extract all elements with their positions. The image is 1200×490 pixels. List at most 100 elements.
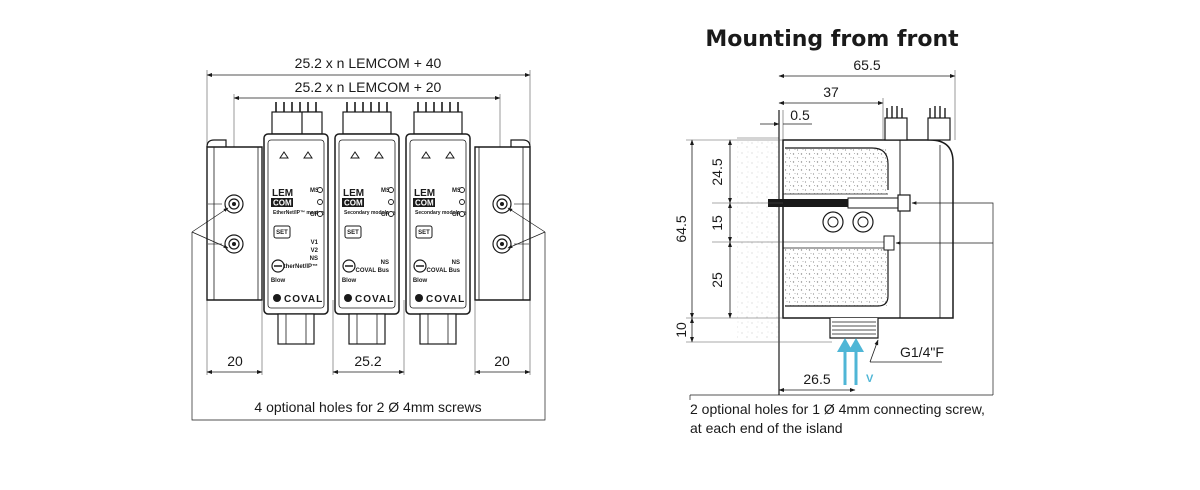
knob-label: Blow (271, 278, 286, 284)
dim-245: 24.5 (709, 139, 783, 204)
module-logo-top: LEM (343, 188, 364, 199)
dim-25-label: 25 (709, 272, 725, 288)
dim-37: 37 (778, 84, 884, 140)
side-note-line1: 2 optional holes for 1 Ø 4mm connecting … (690, 401, 985, 417)
bottom-fitting (829, 318, 879, 339)
set-button (415, 225, 433, 239)
dim-25: 25 (709, 241, 732, 319)
dim-15-label: 15 (709, 215, 725, 231)
knob-label: Blow (413, 278, 428, 284)
thread-callout: G1/4"F (869, 339, 944, 363)
dim-05: 0.5 (760, 107, 812, 140)
dim-module-pitch-label: 25.2 (354, 353, 381, 369)
module-extra-label: COVAL Bus (427, 268, 461, 274)
led-label: MS (310, 188, 319, 194)
mounting-wall (737, 138, 779, 338)
brand-mark (273, 294, 281, 302)
dim-inner-label: 25.2 x n LEMCOM + 20 (295, 79, 442, 95)
module-connector (413, 111, 463, 135)
brand-mark (344, 294, 352, 302)
module-extra-label: NS (452, 260, 460, 266)
set-button (344, 225, 362, 239)
led-indicator (459, 199, 465, 205)
dim-module-pitch: 25.2 (332, 300, 405, 375)
knob-label: Blow (342, 278, 357, 284)
flow-label: V (866, 373, 874, 385)
holes-note: 4 optional holes for 2 Ø 4mm screws (254, 399, 481, 415)
led-indicator (388, 187, 394, 193)
dim-inner-width: 25.2 x n LEMCOM + 20 (233, 79, 501, 100)
port-markers (421, 151, 455, 159)
dim-15: 15 (709, 202, 783, 243)
module-extra-label: V1 (311, 240, 319, 246)
brand-mark (415, 294, 423, 302)
led-indicator (388, 211, 394, 217)
module-extra-label: EtherNet/IP™ (280, 263, 318, 270)
view-title: Mounting from front (705, 27, 959, 52)
module-extra-label: V2 (311, 248, 319, 254)
port-markers (350, 151, 384, 159)
left-end-plate (206, 139, 263, 301)
module-fitting (348, 313, 386, 345)
module-logo-bottom: COM (344, 199, 363, 208)
module-body (263, 133, 329, 315)
side-hole-leaders (689, 201, 994, 400)
dim-245-label: 24.5 (709, 158, 725, 185)
module-brand: COVAL (355, 294, 394, 305)
dim-05-label: 0.5 (790, 107, 810, 123)
set-button (273, 225, 291, 239)
led-indicator (317, 199, 323, 205)
set-label: SET (418, 230, 430, 236)
dim-left-margin: 20 (206, 300, 263, 375)
dim-right-margin: 20 (474, 300, 531, 375)
module-connector (342, 111, 392, 135)
module-network-label: EtherNet/IP™ master (273, 210, 323, 216)
holes-leader (191, 207, 546, 421)
module-connector-2 (301, 111, 323, 135)
side-body (768, 106, 954, 339)
side-connectors (884, 106, 951, 141)
dim-width-label: 65.5 (853, 57, 880, 73)
set-label: SET (347, 230, 359, 236)
led-indicator (317, 211, 323, 217)
dim-total-label: 25.2 x n LEMCOM + 40 (295, 55, 442, 71)
module-logo-bottom: COM (415, 199, 434, 208)
dim-total-width: 25.2 x n LEMCOM + 40 (206, 55, 531, 77)
thread-label: G1/4"F (900, 344, 944, 360)
right-end-plate (474, 139, 531, 301)
module-body (405, 133, 471, 315)
module-network-label: Secondary module (344, 210, 389, 216)
module-fitting (419, 313, 457, 345)
dim-height-64: 64.5 (673, 139, 783, 319)
module-network-label: Secondary module (415, 210, 460, 216)
front-view: 25.2 x n LEMCOM + 40 25.2 x n LEMCOM + 2… (191, 55, 546, 421)
module-logo-top: LEM (414, 188, 435, 199)
connecting-screw (768, 199, 848, 207)
port-markers (279, 151, 313, 159)
dim-265: 26.5 (778, 371, 856, 392)
led-label: MS (452, 188, 461, 194)
dim-right-margin-label: 20 (494, 353, 510, 369)
led-indicator (388, 199, 394, 205)
module-extra-label: COVAL Bus (356, 268, 390, 274)
module-extra-label: NS (310, 256, 318, 262)
module-logo-top: LEM (272, 188, 293, 199)
led-indicator (317, 187, 323, 193)
module-fitting (277, 313, 315, 345)
side-view: Mounting from front (673, 27, 994, 436)
flow-arrow: V (837, 338, 874, 385)
led-indicator (459, 187, 465, 193)
led-label: MS (381, 188, 390, 194)
module-brand: COVAL (426, 294, 465, 305)
dim-width-65: 65.5 (778, 57, 956, 140)
dim-left-margin-label: 20 (227, 353, 243, 369)
module-extra-label: NS (381, 260, 389, 266)
dim-37-label: 37 (823, 84, 839, 100)
set-label: SET (276, 230, 288, 236)
